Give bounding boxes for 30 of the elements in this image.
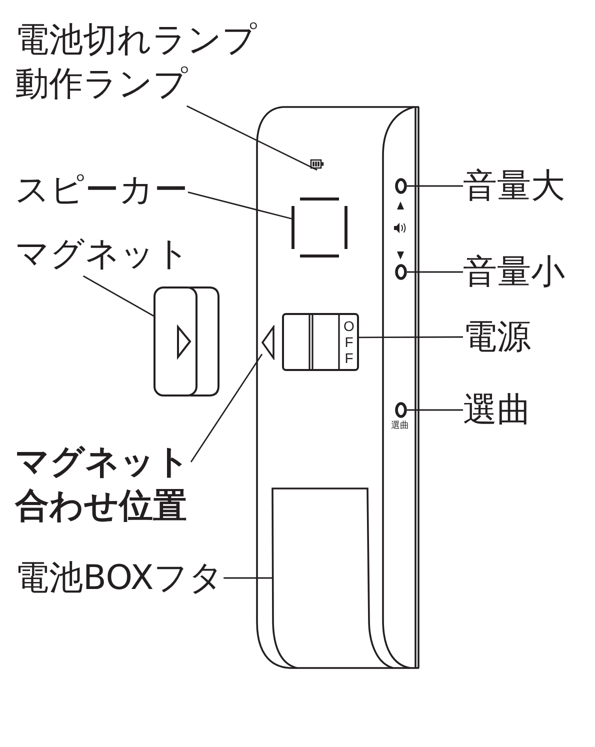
callout-label: 音量大 (463, 164, 565, 208)
push-button (395, 264, 407, 280)
leader-line (186, 105, 318, 171)
leader-line (407, 271, 463, 273)
leader-line (407, 185, 463, 187)
push-button (395, 402, 407, 418)
callout-label: 電源 (463, 315, 531, 359)
leader-line (190, 354, 263, 462)
callout-label: 動作ランプ (15, 63, 189, 106)
push-button (395, 178, 407, 194)
slide-switch (282, 313, 359, 371)
leader-line (224, 577, 272, 579)
magnet-picture (153, 286, 220, 397)
leader-line (188, 192, 293, 220)
callout-label: 音量小 (463, 250, 565, 294)
leader-line (82, 275, 154, 317)
battery-cover (271, 487, 395, 669)
callout-label: スピーカー (15, 168, 188, 212)
speaker-grille (291, 197, 348, 258)
callout-label: マグネット (15, 232, 190, 276)
button-label: 選曲 (391, 420, 409, 432)
leader-line (359, 336, 463, 338)
battery-icon (310, 158, 325, 170)
leader-line (407, 409, 463, 411)
callout-label: マグネット合わせ位置 (15, 440, 191, 528)
callout-label: 電池切れランプ (15, 19, 257, 62)
triangle-mark (261, 325, 275, 360)
callout-label: 選曲 (463, 388, 531, 432)
switch-label: OFF (340, 318, 358, 366)
callout-label: 電池BOXフタ (15, 556, 224, 600)
